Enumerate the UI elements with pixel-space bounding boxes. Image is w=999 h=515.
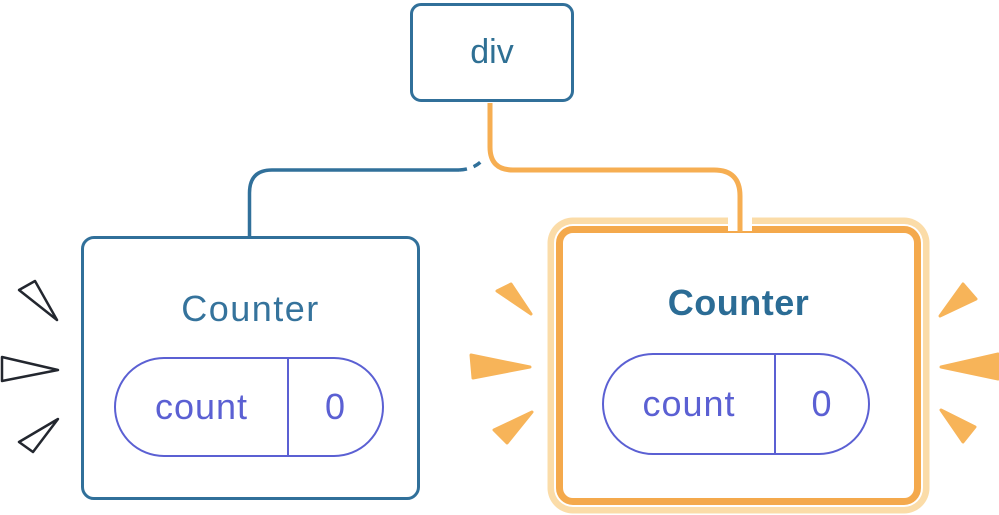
burst-sparkle-white-icon xyxy=(0,279,60,454)
root-node-label: div xyxy=(470,33,514,71)
sparkle-wedge-icon xyxy=(495,282,533,316)
burst-sparkle-orange-icon xyxy=(938,282,999,444)
sparkle-wedge-icon xyxy=(0,355,60,383)
counter-left-title: Counter xyxy=(181,288,320,329)
state-value: 0 xyxy=(774,355,868,453)
connector-orange-line xyxy=(487,103,743,232)
connector-highlight-halo xyxy=(480,103,752,231)
counter-left-state-pill: count 0 xyxy=(114,357,384,457)
root-node-div: div xyxy=(410,3,574,102)
sparkle-wedge-icon xyxy=(939,352,999,381)
state-key-label: count xyxy=(154,386,249,427)
counter-node-left: Counter count 0 xyxy=(81,236,420,500)
sparkle-wedge-icon xyxy=(939,408,977,444)
sparkle-wedge-icon xyxy=(938,282,978,318)
sparkle-wedge-icon xyxy=(17,417,60,454)
sparkle-wedge-icon xyxy=(17,279,59,322)
state-key-label: count xyxy=(642,383,736,424)
state-value: 0 xyxy=(287,359,382,455)
sparkle-wedge-icon xyxy=(469,353,532,380)
connector-blue-line xyxy=(247,168,459,239)
counter-right-state-pill: count 0 xyxy=(602,353,870,455)
sparkle-wedge-icon xyxy=(492,410,534,445)
counter-right-title: Counter xyxy=(667,282,810,323)
burst-sparkle-orange-icon xyxy=(469,282,534,445)
connector-blue-dashed-segment xyxy=(458,137,494,172)
counter-node-right-highlighted: Counter count 0 xyxy=(556,226,921,505)
